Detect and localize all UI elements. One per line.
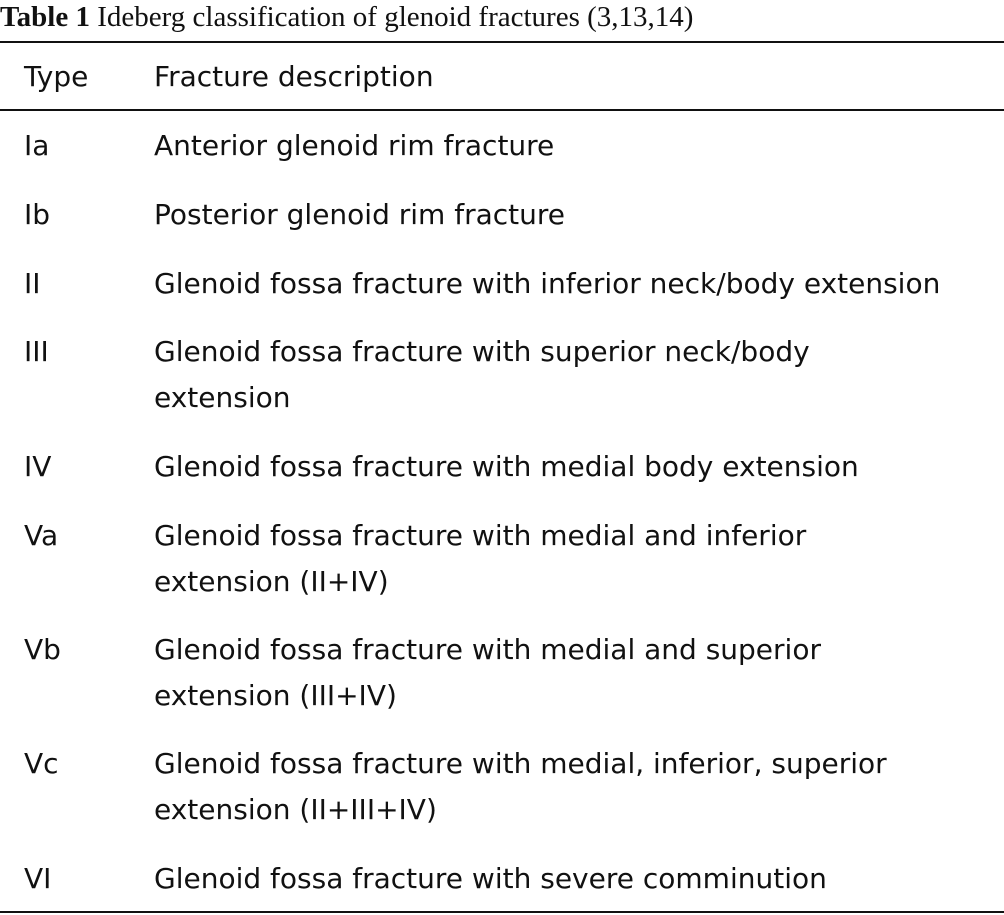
row-type-vi: VI — [24, 862, 52, 895]
row-type-vc: Vc — [24, 747, 59, 780]
row-description-line: Glenoid fossa fracture with severe commi… — [154, 862, 827, 895]
row-description-line: Glenoid fossa fracture with medial body … — [154, 450, 859, 483]
row-type-ii: II — [24, 267, 41, 300]
row-type-ib: Ib — [24, 198, 51, 231]
row-description-line: Glenoid fossa fracture with medial and i… — [154, 519, 807, 552]
column-header-type: Type — [24, 60, 89, 93]
row-type-ia: Ia — [24, 129, 50, 162]
row-type-iv: IV — [24, 450, 52, 483]
table-header-rule — [0, 109, 1004, 111]
column-header-description: Fracture description — [154, 60, 434, 93]
row-description-line: Posterior glenoid rim fracture — [154, 198, 565, 231]
row-description-va: Glenoid fossa fracture with medial and i… — [154, 513, 994, 605]
row-description-vc: Glenoid fossa fracture with medial, infe… — [154, 741, 994, 833]
table-caption-label: Table 1 — [0, 1, 90, 33]
row-description-line: Glenoid fossa fracture with medial and s… — [154, 633, 821, 666]
row-description-ia: Anterior glenoid rim fracture — [154, 123, 994, 169]
table-top-rule — [0, 41, 1004, 43]
row-type-vb: Vb — [24, 633, 61, 666]
row-description-line: Glenoid fossa fracture with superior nec… — [154, 335, 810, 368]
row-type-va: Va — [24, 519, 59, 552]
row-description-line: Glenoid fossa fracture with medial, infe… — [154, 747, 887, 780]
row-description-line: extension (III+IV) — [154, 679, 397, 712]
row-description-line: extension — [154, 381, 291, 414]
row-description-ib: Posterior glenoid rim fracture — [154, 192, 994, 238]
row-description-line: Anterior glenoid rim fracture — [154, 129, 555, 162]
table-bottom-rule — [0, 911, 1004, 913]
row-description-vi: Glenoid fossa fracture with severe commi… — [154, 856, 994, 902]
row-type-iii: III — [24, 335, 49, 368]
row-description-iii: Glenoid fossa fracture with superior nec… — [154, 329, 994, 421]
row-description-iv: Glenoid fossa fracture with medial body … — [154, 444, 994, 490]
row-description-line: Glenoid fossa fracture with inferior nec… — [154, 267, 941, 300]
row-description-ii: Glenoid fossa fracture with inferior nec… — [154, 261, 994, 307]
table-caption: Table 1 Ideberg classification of glenoi… — [0, 0, 693, 40]
row-description-vb: Glenoid fossa fracture with medial and s… — [154, 627, 994, 719]
row-description-line: extension (II+IV) — [154, 565, 389, 598]
table-caption-text: Ideberg classification of glenoid fractu… — [97, 1, 694, 33]
row-description-line: extension (II+III+IV) — [154, 793, 437, 826]
